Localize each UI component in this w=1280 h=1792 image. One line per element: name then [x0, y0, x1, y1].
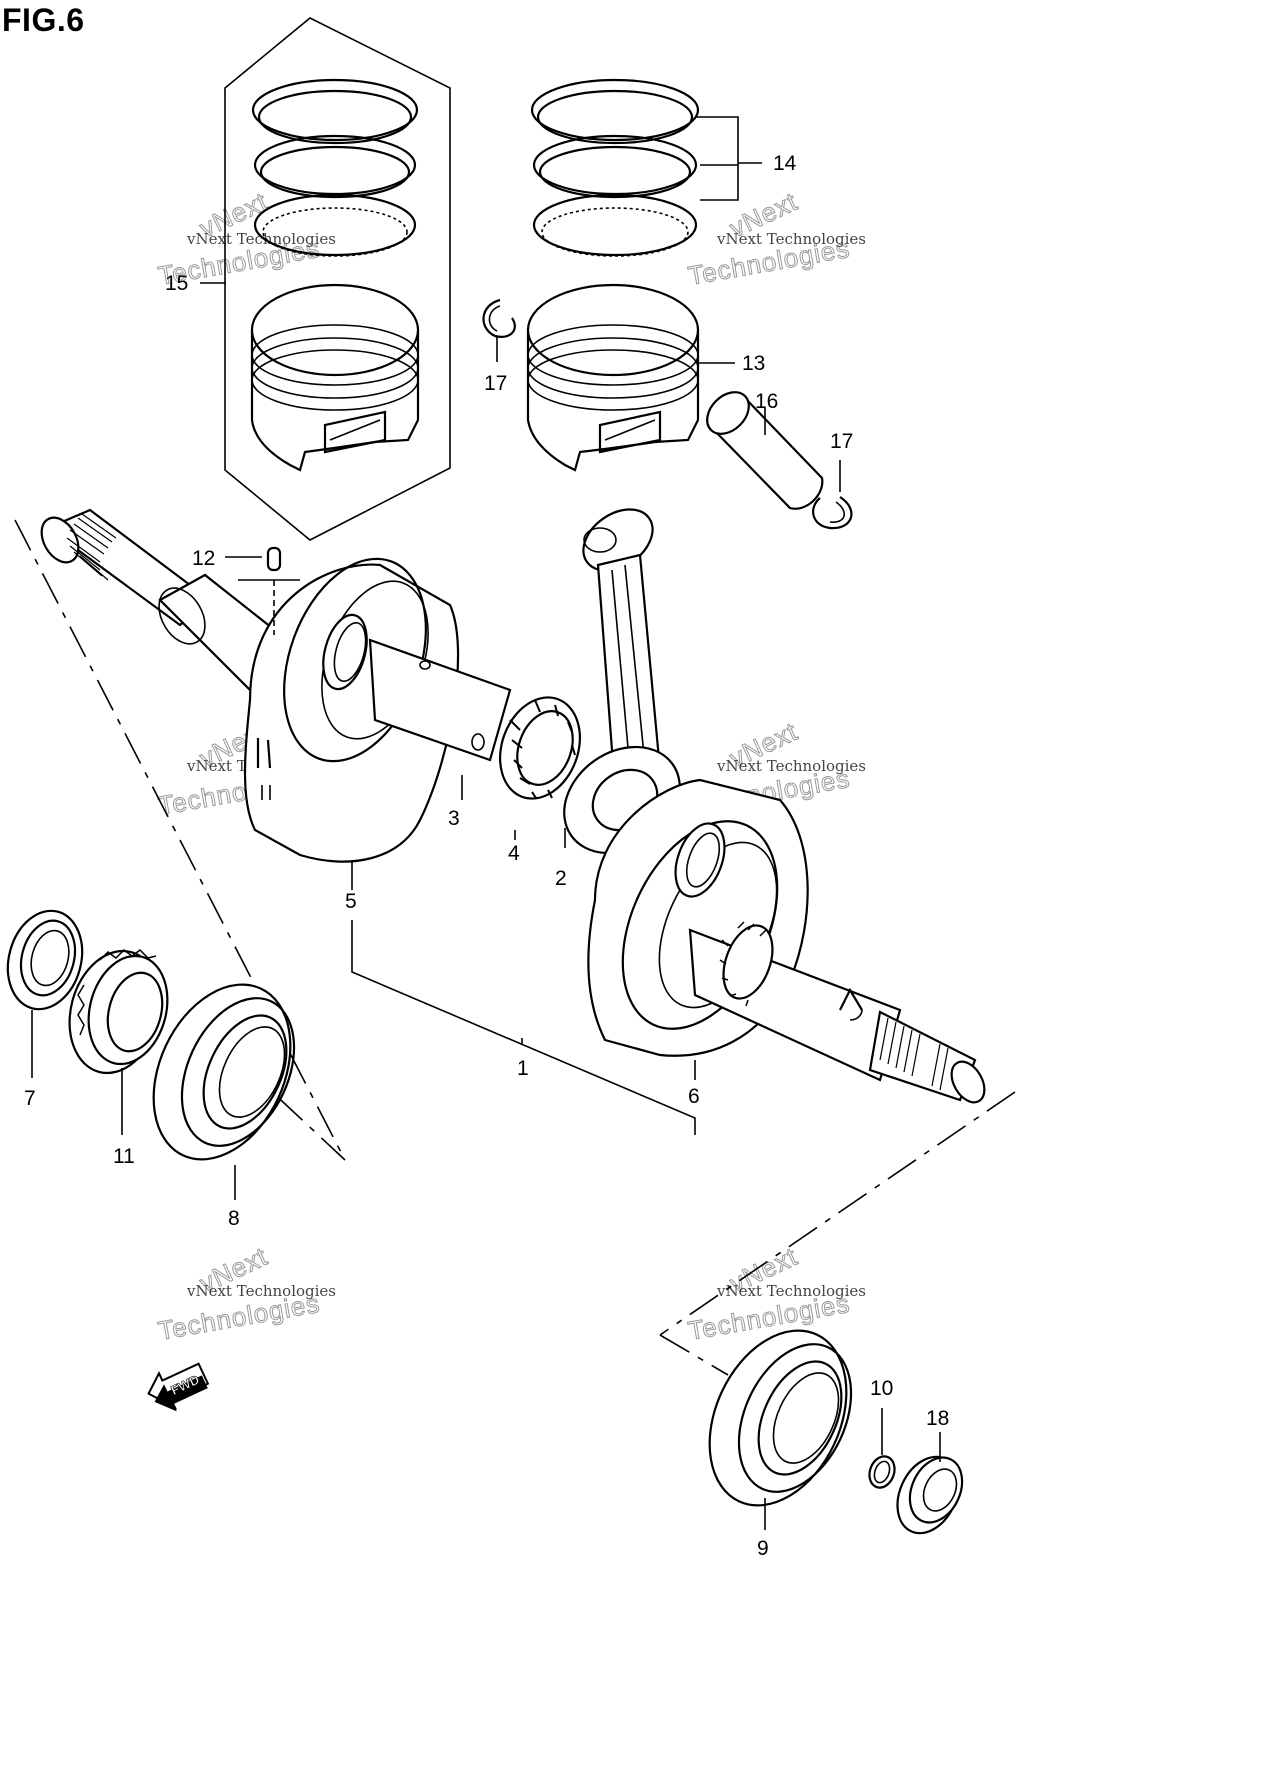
callout-7: 7 [24, 1087, 36, 1110]
callout-8: 8 [228, 1207, 240, 1230]
callout-17-left: 17 [484, 372, 507, 395]
svg-text:vNext Technologies: vNext Technologies [716, 230, 866, 248]
piston-pin-16 [706, 391, 824, 510]
bearing-7 [6, 909, 84, 1078]
svg-text:vNext Technologies: vNext Technologies [186, 1282, 336, 1300]
watermark-top-right: Technologies vNext vNext Technologies [685, 186, 866, 292]
watermark-bottom-right: Technologies vNext vNext Technologies [685, 1241, 866, 1347]
svg-text:vNext Technologies: vNext Technologies [716, 757, 866, 775]
callout-10: 10 [870, 1377, 893, 1400]
bearing-9 [708, 1329, 853, 1530]
callout-12: 12 [192, 547, 215, 570]
crankshaft-left-half-5 [40, 508, 512, 863]
assembly-axis-lines [14, 519, 1016, 1376]
piston-13 [526, 283, 735, 472]
callout-16: 16 [755, 390, 778, 413]
callout-11: 11 [113, 1145, 135, 1168]
piston-in-set [250, 283, 420, 472]
svg-text:vNext Technologies: vNext Technologies [186, 230, 336, 248]
needle-bearing-4 [499, 696, 581, 800]
piston-rings-set [251, 78, 419, 257]
callout-3: 3 [448, 807, 460, 830]
callout-2: 2 [555, 867, 567, 890]
timing-gear-11 [68, 949, 169, 1135]
callout-18: 18 [926, 1407, 949, 1430]
callout-labels: 1 2 3 4 5 6 7 8 9 10 11 12 13 14 15 16 1… [24, 152, 949, 1560]
assembly-bracket-1 [351, 775, 696, 1135]
callout-9: 9 [757, 1537, 769, 1560]
piston-rings-14 [530, 78, 762, 257]
callout-15: 15 [165, 272, 188, 295]
bearing-8 [152, 983, 296, 1200]
callout-17-right: 17 [830, 430, 853, 453]
piston-set-outline [224, 17, 451, 541]
callout-5: 5 [345, 890, 357, 913]
callout-13: 13 [742, 352, 765, 375]
dowel-pin-12 [225, 546, 282, 635]
svg-text:vNext Technologies: vNext Technologies [716, 1282, 866, 1300]
callout-1: 1 [517, 1057, 529, 1080]
watermark-bottom-left: Technologies vNext vNext Technologies [155, 1241, 336, 1347]
piston-set-assembly [224, 17, 451, 541]
figure-title: FIG.6 [2, 2, 85, 38]
callout-14: 14 [773, 152, 797, 175]
o-ring-10 [868, 1408, 896, 1489]
callout-6: 6 [688, 1085, 700, 1108]
crankshaft-right-half-6 [587, 778, 986, 1104]
callout-4: 4 [508, 842, 520, 865]
forward-direction-arrow: FWD [147, 1362, 210, 1412]
circlip-17-right [812, 460, 853, 530]
oil-seal-18 [896, 1432, 964, 1535]
circlip-17-left [482, 298, 516, 362]
